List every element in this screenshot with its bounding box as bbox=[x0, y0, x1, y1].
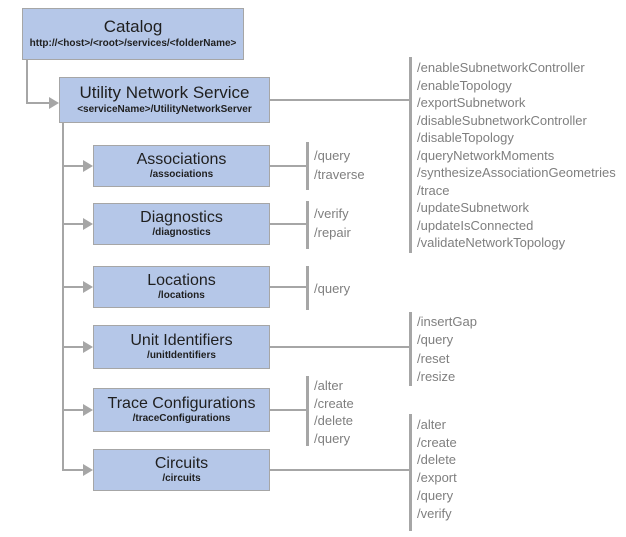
arrowhead-locations-icon bbox=[83, 281, 93, 293]
unit-identifiers-title: Unit Identifiers bbox=[130, 331, 233, 349]
circuits-box: Circuits /circuits bbox=[93, 449, 270, 491]
operation-label: /export bbox=[417, 470, 457, 486]
operation-label: /alter bbox=[314, 378, 343, 393]
operation-label: /verify bbox=[417, 505, 452, 521]
arrowhead-unit-identifiers-icon bbox=[83, 341, 93, 353]
operation-label: /enableTopology bbox=[417, 77, 512, 93]
arrowhead-service-icon bbox=[49, 97, 59, 109]
connector-service-ops bbox=[270, 99, 409, 101]
operation-label: /query bbox=[314, 281, 351, 296]
operation-label: /delete bbox=[417, 452, 457, 468]
associations-title: Associations bbox=[136, 150, 227, 168]
trace-configurations-box: Trace Configurations /traceConfiguration… bbox=[93, 388, 270, 432]
locations-ops-bar bbox=[306, 266, 309, 310]
associations-box: Associations /associations bbox=[93, 145, 270, 187]
connector-catalog-vertical bbox=[26, 60, 28, 103]
operation-label: /repair bbox=[314, 225, 351, 240]
operation-label: /queryNetworkMoments bbox=[417, 147, 555, 163]
circuits-ops-bar bbox=[409, 414, 412, 531]
operation-label: /disableTopology bbox=[417, 130, 514, 145]
branch-diagnostics bbox=[62, 223, 83, 225]
associations-ops-bar bbox=[306, 142, 309, 190]
operation-label: /verify bbox=[314, 206, 349, 221]
trace-configurations-path: /traceConfigurations bbox=[132, 413, 231, 425]
connector-unit-identifiers-ops bbox=[270, 346, 409, 348]
circuits-path: /circuits bbox=[162, 473, 201, 485]
operation-label: /trace bbox=[417, 182, 450, 198]
connector-circuits-ops bbox=[270, 469, 409, 471]
operation-label: /insertGap bbox=[417, 314, 477, 329]
connector-catalog-horizontal bbox=[26, 102, 49, 104]
catalog-title: Catalog bbox=[103, 17, 163, 37]
operation-label: /updateIsConnected bbox=[417, 217, 534, 233]
operation-label: /delete bbox=[314, 413, 354, 428]
service-path: <serviceName>/UtilityNetworkServer bbox=[77, 103, 252, 115]
operation-label: /query bbox=[314, 148, 351, 163]
unit-identifiers-ops-bar bbox=[409, 312, 412, 386]
branch-unit-identifiers bbox=[62, 346, 83, 348]
branch-circuits bbox=[62, 469, 83, 471]
circuits-title: Circuits bbox=[154, 454, 209, 472]
trace-configurations-title: Trace Configurations bbox=[107, 394, 256, 412]
diagnostics-operations-list: /verify /repair bbox=[314, 204, 351, 242]
operation-label: /validateNetworkTopology bbox=[417, 235, 566, 250]
operation-label: /updateSubnetwork bbox=[417, 200, 530, 215]
locations-title: Locations bbox=[147, 271, 216, 289]
operation-label: /query bbox=[314, 430, 351, 446]
diagnostics-ops-bar bbox=[306, 201, 309, 249]
service-box: Utility Network Service <serviceName>/Ut… bbox=[59, 77, 270, 123]
associations-operations-list: /query /traverse bbox=[314, 146, 365, 184]
service-operations-list: /enableSubnetworkController /enableTopol… bbox=[417, 59, 616, 252]
catalog-box: Catalog http://<host>/<root>/services/<f… bbox=[22, 8, 244, 60]
branch-trace-configurations bbox=[62, 409, 83, 411]
operation-label: /resize bbox=[417, 369, 456, 385]
trace-configurations-operations-list: /alter /create /delete /query bbox=[314, 377, 354, 447]
unit-identifiers-operations-list: /insertGap /query /reset /resize bbox=[417, 313, 477, 387]
operation-label: /create bbox=[417, 434, 457, 450]
operation-label: /reset bbox=[417, 350, 450, 366]
operation-label: /create bbox=[314, 395, 354, 411]
locations-path: /locations bbox=[158, 290, 205, 302]
diagnostics-box: Diagnostics /diagnostics bbox=[93, 203, 270, 245]
connector-trace-configurations-ops bbox=[270, 409, 307, 411]
operation-label: /query bbox=[417, 332, 454, 348]
associations-path: /associations bbox=[149, 169, 214, 181]
service-ops-bar bbox=[409, 57, 412, 253]
catalog-url: http://<host>/<root>/services/<folderNam… bbox=[29, 37, 237, 49]
operation-label: /alter bbox=[417, 417, 446, 432]
branch-locations bbox=[62, 286, 83, 288]
service-title: Utility Network Service bbox=[79, 83, 250, 103]
unit-identifiers-box: Unit Identifiers /unitIdentifiers bbox=[93, 325, 270, 369]
trace-configurations-ops-bar bbox=[306, 376, 309, 446]
locations-operations-list: /query bbox=[314, 279, 350, 298]
operation-label: /query bbox=[417, 487, 454, 503]
diagnostics-title: Diagnostics bbox=[140, 208, 223, 226]
arrowhead-diagnostics-icon bbox=[83, 218, 93, 230]
operation-label: /disableSubnetworkController bbox=[417, 112, 587, 128]
connector-locations-ops bbox=[270, 286, 307, 288]
unit-identifiers-path: /unitIdentifiers bbox=[147, 350, 216, 362]
arrowhead-trace-configurations-icon bbox=[83, 404, 93, 416]
arrowhead-circuits-icon bbox=[83, 464, 93, 476]
locations-box: Locations /locations bbox=[93, 266, 270, 308]
operation-label: /exportSubnetwork bbox=[417, 95, 526, 110]
operation-label: /enableSubnetworkController bbox=[417, 60, 585, 75]
arrowhead-associations-icon bbox=[83, 160, 93, 172]
circuits-operations-list: /alter /create /delete /export /query /v… bbox=[417, 416, 457, 522]
connector-associations-ops bbox=[270, 165, 307, 167]
diagnostics-path: /diagnostics bbox=[152, 227, 211, 239]
branch-associations bbox=[62, 165, 83, 167]
connector-trunk bbox=[62, 123, 64, 471]
operation-label: /traverse bbox=[314, 167, 365, 182]
operation-label: /synthesizeAssociationGeometries bbox=[417, 165, 616, 180]
connector-diagnostics-ops bbox=[270, 223, 307, 225]
